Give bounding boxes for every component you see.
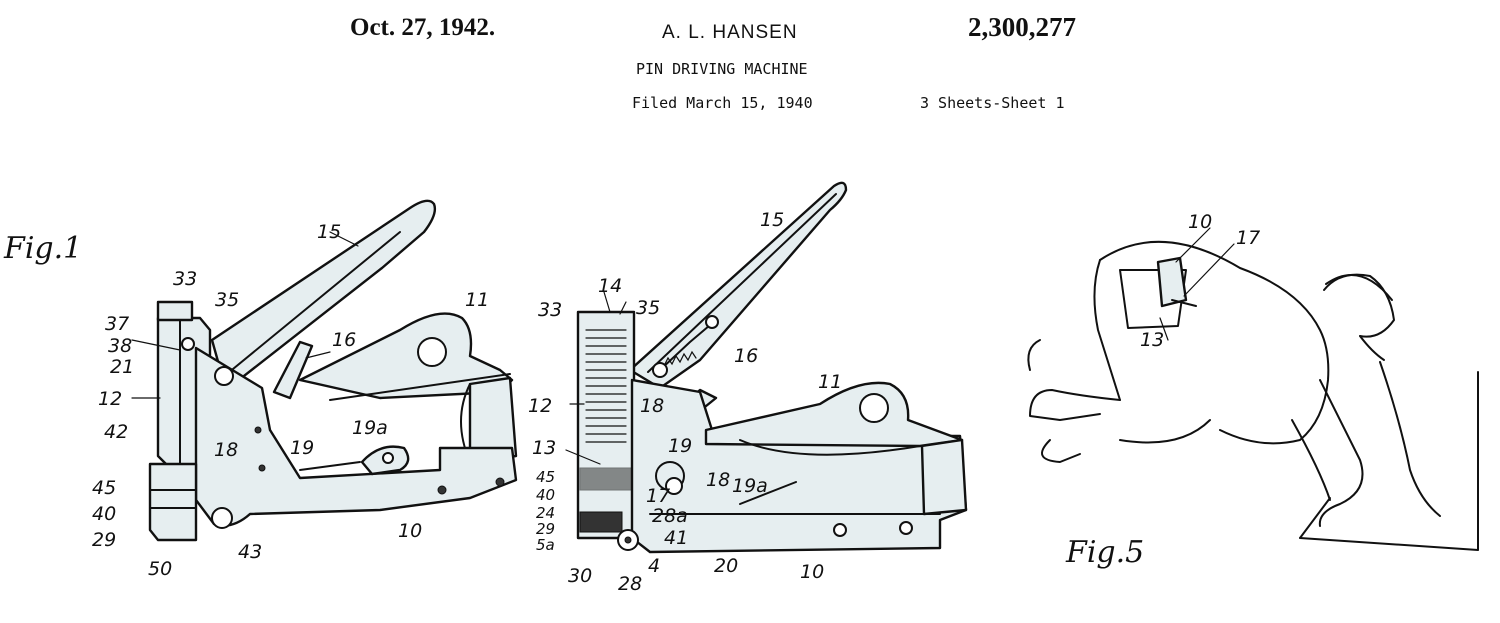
fig1-label: 33: [173, 268, 197, 290]
fig2-label: 18: [706, 469, 730, 491]
fig2-label: 16: [734, 345, 758, 367]
fig2-label: 45: [536, 468, 555, 486]
figure-2-stapler-section: 15 14 33 35 16 12 18 11 19 13 45 40 24 2…: [528, 181, 968, 595]
figure-5-worker-using-stapler: 10 17 13 Fig.5: [1027, 211, 1479, 570]
fig2-label: 29: [536, 520, 555, 538]
fig1-label: 16: [332, 329, 356, 351]
patent-date: Oct. 27, 1942.: [350, 14, 496, 41]
fig2-label: 14: [598, 275, 622, 297]
patent-number: 2,300,277: [968, 12, 1076, 42]
fig2-label: 35: [636, 297, 660, 319]
fig2-label: 28a: [652, 505, 688, 527]
filed-date: Filed March 15, 1940: [632, 94, 813, 112]
fig1-label: 18: [214, 439, 238, 461]
figure-1-title: Fig.1: [3, 231, 82, 266]
fig2-label: 12: [528, 395, 552, 417]
fig1-label: 35: [215, 289, 239, 311]
fig1-label: 37: [105, 313, 129, 335]
fig2-label: 33: [538, 299, 562, 321]
fig2-label: 20: [714, 555, 738, 577]
fig2-label: 13: [532, 437, 556, 459]
fig1-label: 21: [110, 356, 134, 378]
fig5-label: 13: [1140, 329, 1164, 351]
fig2-label: 40: [536, 486, 555, 504]
fig1-label: 45: [92, 477, 116, 499]
fig2-label: 41: [664, 527, 688, 549]
fig2-label: 4: [648, 555, 660, 577]
fig2-label: 30: [568, 565, 592, 587]
fig1-label: 19: [290, 437, 314, 459]
fig1-label: 50: [148, 558, 172, 580]
fig1-label: 43: [238, 541, 262, 563]
fig2-label: 11: [818, 371, 842, 393]
fig1-label: 15: [317, 221, 341, 243]
fig1-label: 19a: [352, 417, 388, 439]
figure-1-stapler-perspective: Fig.1: [3, 199, 518, 580]
fig2-label: 18: [640, 395, 664, 417]
fig1-label: 12: [98, 388, 122, 410]
fig2-label: 19a: [732, 475, 768, 497]
fig2-label: 24: [536, 504, 555, 522]
fig2-label: 19: [668, 435, 692, 457]
fig2-label: 10: [800, 561, 824, 583]
inventor-name: A. L. HANSEN: [662, 22, 798, 43]
fig1-label: 38: [108, 335, 132, 357]
fig1-label: 42: [104, 421, 128, 443]
patent-title: PIN DRIVING MACHINE: [636, 60, 808, 78]
sheet-count: 3 Sheets-Sheet 1: [920, 94, 1065, 112]
fig5-label: 10: [1188, 211, 1212, 233]
fig1-label: 29: [92, 529, 116, 551]
figure-5-title: Fig.5: [1065, 535, 1144, 570]
fig1-label: 10: [398, 520, 422, 542]
fig5-label: 17: [1236, 227, 1260, 249]
fig2-label: 28: [618, 573, 642, 595]
fig1-label: 11: [465, 289, 489, 311]
fig1-label: 40: [92, 503, 116, 525]
fig2-label: 5a: [536, 536, 555, 554]
fig2-label: 15: [760, 209, 784, 231]
fig2-label: 17: [646, 485, 670, 507]
